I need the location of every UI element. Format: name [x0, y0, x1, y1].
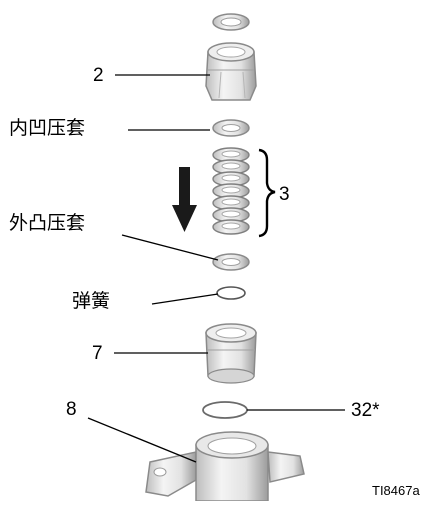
- label-3: 3: [279, 184, 290, 205]
- label-7: 7: [92, 343, 103, 364]
- label-female-adapter: 内凹压套: [9, 117, 86, 139]
- spring-ring: [216, 286, 246, 300]
- packing-ring-hole: [221, 222, 241, 230]
- label-32: 32*: [351, 400, 380, 421]
- figure-id: TI8467a: [372, 483, 420, 498]
- part-8-housing: [145, 431, 305, 502]
- packing-ring-hole: [221, 210, 241, 218]
- leader-line-8: [87, 417, 197, 463]
- down-arrow-icon: [172, 167, 197, 232]
- male-adapter-ring: [212, 253, 250, 271]
- leader-line-spring: [151, 293, 219, 305]
- packing-ring-hole: [221, 198, 241, 206]
- part-2-nut: [205, 42, 257, 101]
- packing-ring-hole: [221, 186, 241, 194]
- top-ring: [212, 13, 250, 31]
- leader-line-male-adapter: [121, 234, 219, 261]
- packing-ring-hole: [221, 174, 241, 182]
- right-brace-icon: [258, 148, 276, 238]
- packing-stack: [212, 147, 250, 235]
- part-32-o-ring: [202, 401, 248, 419]
- label-male-adapter: 外凸压套: [9, 212, 86, 234]
- label-8: 8: [66, 399, 77, 420]
- label-spring: 弹簧: [72, 290, 111, 312]
- female-adapter-ring: [212, 119, 250, 137]
- label-2: 2: [93, 65, 104, 86]
- packing-ring-hole: [221, 150, 241, 158]
- packing-ring-hole: [221, 162, 241, 170]
- part-7-fitting: [205, 323, 257, 384]
